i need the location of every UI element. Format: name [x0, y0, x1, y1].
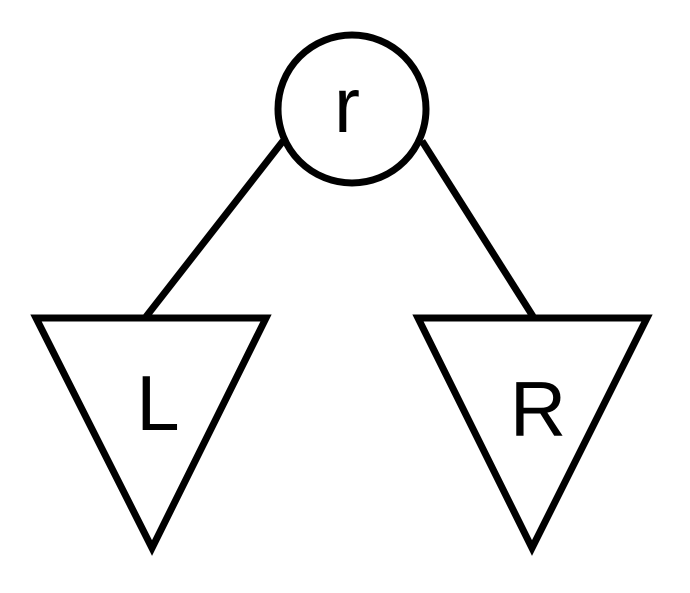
root-node: r [274, 31, 430, 187]
right-subtree-label: R [510, 365, 566, 453]
root-node-label: r [334, 61, 360, 149]
root-node-circle [274, 31, 430, 187]
left-subtree: L [30, 314, 272, 556]
right-subtree: R [412, 314, 653, 556]
left-edge [142, 138, 286, 321]
right-subtree-triangle [412, 314, 653, 556]
left-subtree-triangle [30, 314, 272, 556]
left-subtree-label: L [136, 359, 179, 447]
right-edge [419, 139, 537, 320]
